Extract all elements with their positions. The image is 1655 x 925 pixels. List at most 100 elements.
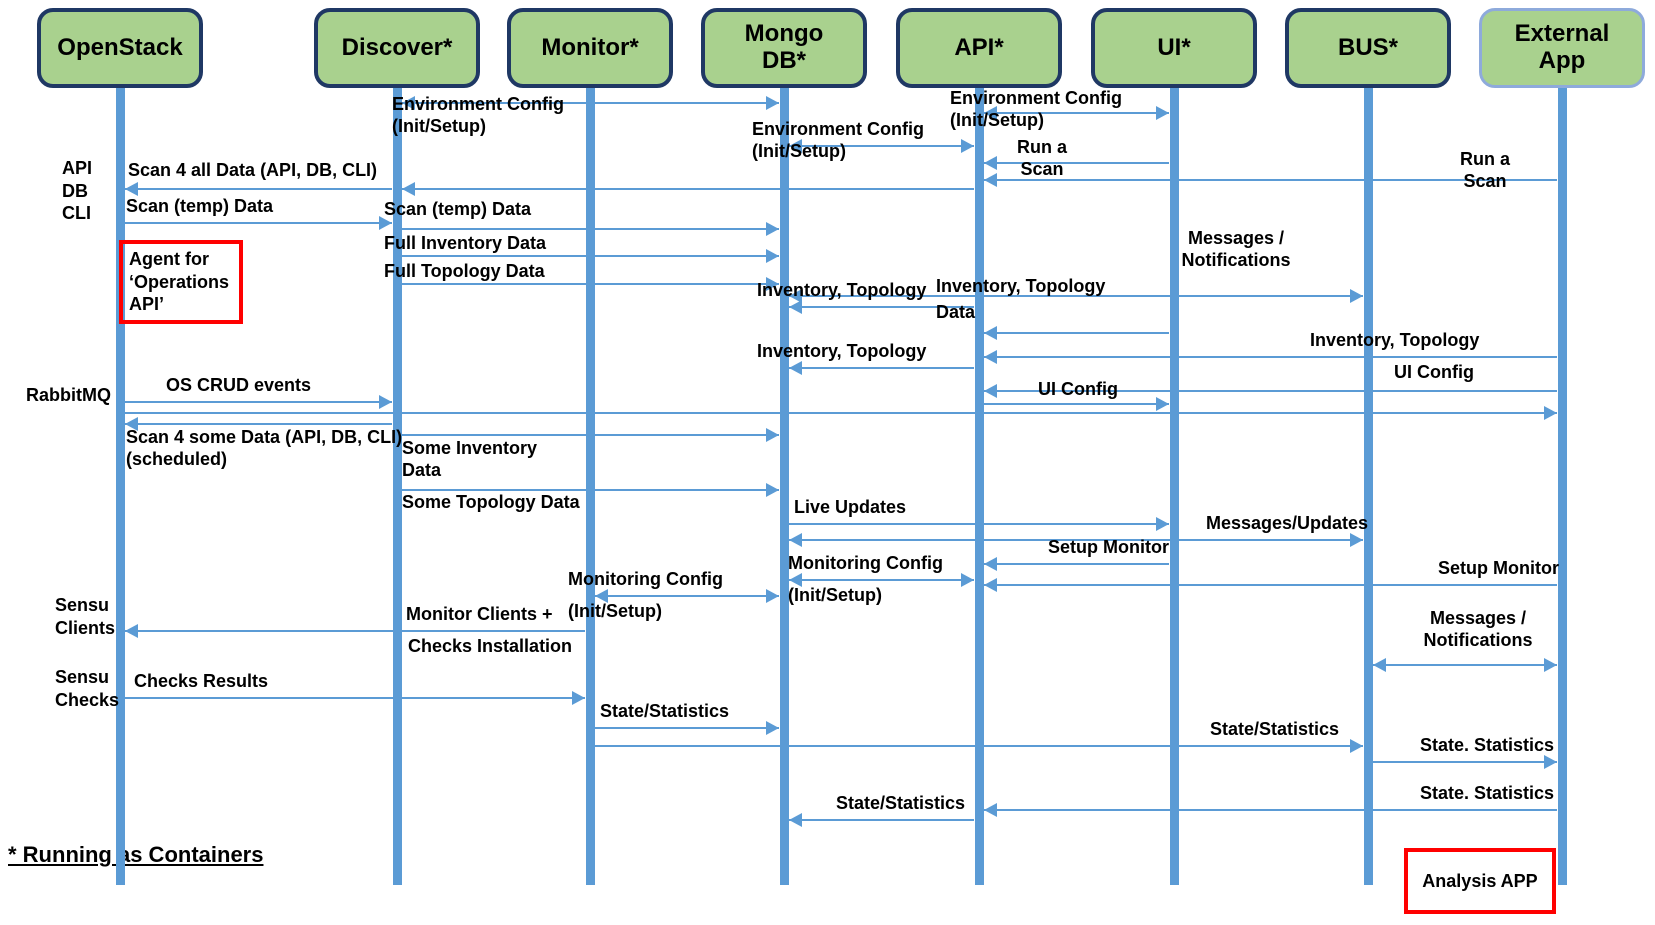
arrowhead-left-icon bbox=[984, 106, 997, 120]
lifeline-openstack bbox=[115, 86, 125, 885]
arrowhead-right-icon bbox=[766, 483, 779, 497]
arrowhead-left-icon bbox=[984, 173, 997, 187]
arrowhead-right-icon bbox=[1156, 517, 1169, 531]
message-35-state-statistics-line bbox=[1373, 761, 1557, 763]
arrowhead-left-icon bbox=[595, 589, 608, 603]
message-9-scan-temp-data-line bbox=[402, 228, 779, 230]
message-33-state-statistics-label: State/Statistics bbox=[600, 701, 730, 721]
arrowhead-right-icon bbox=[961, 573, 974, 587]
message-29-monitoring-config-line bbox=[595, 595, 779, 597]
message-28-monitoring-config-label: Monitoring Config bbox=[788, 553, 943, 573]
message-1-environment-config-label: Environment Config (Init/Setup) bbox=[392, 94, 564, 136]
message-21-scan-4-some-data-api-db-cli-label: Scan 4 some Data (API, DB, CLI) (schedul… bbox=[126, 427, 403, 469]
message-31-messages-line bbox=[1373, 664, 1557, 666]
message-22-some-inventory-line bbox=[402, 434, 779, 436]
message-16-inventory-topology-line bbox=[789, 367, 974, 369]
message-26-setup-monitor-label: Setup Monitor bbox=[1048, 537, 1169, 557]
arrowhead-right-icon bbox=[1544, 658, 1557, 672]
actor-ui: UI* bbox=[1091, 8, 1257, 88]
arrowhead-left-icon bbox=[125, 417, 138, 431]
message-23-some-topology-data-line bbox=[402, 489, 779, 491]
message-27-setup-monitor-label: Setup Monitor bbox=[1438, 558, 1559, 578]
arrowhead-left-icon bbox=[984, 326, 997, 340]
lifeline-external bbox=[1557, 86, 1567, 885]
arrowhead-right-icon bbox=[766, 589, 779, 603]
arrowhead-right-icon bbox=[379, 216, 392, 230]
message-32-checks-results-line bbox=[125, 697, 585, 699]
message-10-full-inventory-data-line bbox=[402, 255, 779, 257]
message-9-scan-temp-data-label: Scan (temp) Data bbox=[384, 199, 532, 219]
message-25-messages-updates-label: Messages/Updates bbox=[1206, 513, 1369, 533]
arrowhead-left-icon bbox=[984, 156, 997, 170]
message-27-setup-monitor-line bbox=[984, 584, 1557, 586]
message-7-scan-4-all-data-api-db-cli-label: Scan 4 all Data (API, DB, CLI) bbox=[128, 160, 378, 180]
message-32-checks-results-label: Checks Results bbox=[134, 671, 269, 691]
message-6-line-line bbox=[402, 188, 974, 190]
message-15-inventory-topology-line bbox=[984, 356, 1557, 358]
message-16-inventory-topology-label: Inventory, Topology bbox=[757, 341, 927, 361]
message-34-state-statistics-line bbox=[595, 745, 1363, 747]
message-12-messages-line bbox=[789, 295, 1363, 297]
message-33-state-statistics-line bbox=[595, 727, 779, 729]
arrowhead-right-icon bbox=[961, 139, 974, 153]
message-30-monitor-clients-label: Monitor Clients + bbox=[406, 604, 553, 624]
message-4-run-a-line bbox=[984, 162, 1169, 164]
message-34-state-statistics-label: State/Statistics bbox=[1210, 719, 1340, 739]
lifeline-monitor bbox=[585, 86, 595, 885]
lifeline-mongodb bbox=[779, 86, 789, 885]
message-29-monitoring-config-label2: (Init/Setup) bbox=[568, 601, 662, 621]
message-8-scan-temp-data-line bbox=[125, 222, 392, 224]
arrowhead-left-icon bbox=[984, 350, 997, 364]
message-31-messages-label: Messages / Notifications bbox=[1423, 608, 1533, 650]
message-37-state-statistics-line bbox=[789, 819, 974, 821]
callout-agent-for-operations-api: Agent for ‘Operations API’ bbox=[119, 240, 243, 324]
actor-external: External App bbox=[1479, 8, 1645, 88]
message-14-inventory-topology-label: Inventory, Topology bbox=[936, 276, 1106, 296]
arrowhead-left-icon bbox=[789, 300, 802, 314]
message-30-monitor-clients-line bbox=[125, 630, 585, 632]
message-28-monitoring-config-label2: (Init/Setup) bbox=[788, 585, 882, 605]
arrowhead-left-icon bbox=[789, 361, 802, 375]
arrowhead-right-icon bbox=[1350, 739, 1363, 753]
arrowhead-right-icon bbox=[379, 395, 392, 409]
note-sensu-clients: Sensu Clients bbox=[55, 595, 116, 638]
message-15-inventory-topology-label: Inventory, Topology bbox=[1310, 330, 1480, 350]
lifeline-ui bbox=[1169, 86, 1179, 885]
arrowhead-right-icon bbox=[766, 249, 779, 263]
actor-discover: Discover* bbox=[314, 8, 480, 88]
message-8-scan-temp-data-label: Scan (temp) Data bbox=[126, 196, 274, 216]
arrowhead-left-icon bbox=[789, 139, 802, 153]
message-4-run-a-label: Run a Scan bbox=[1016, 137, 1067, 179]
note-sensu-checks: Sensu Checks bbox=[55, 667, 120, 710]
message-24-live-updates-line bbox=[789, 523, 1169, 525]
message-10-full-inventory-data-label: Full Inventory Data bbox=[384, 233, 547, 253]
message-21-scan-4-some-data-api-db-cli-line bbox=[125, 423, 392, 425]
arrowhead-right-icon bbox=[1544, 406, 1557, 420]
message-24-live-updates-label: Live Updates bbox=[794, 497, 907, 517]
note-rabbitmq: RabbitMQ bbox=[26, 385, 111, 405]
arrowhead-left-icon bbox=[789, 289, 802, 303]
message-14-inventory-topology-line bbox=[984, 332, 1169, 334]
message-18-ui-config-label: UI Config bbox=[1038, 379, 1118, 399]
arrowhead-left-icon bbox=[789, 573, 802, 587]
message-14-inventory-topology-label2: Data bbox=[936, 302, 976, 322]
arrowhead-left-icon bbox=[402, 96, 415, 110]
message-2-environment-config-label: Environment Config (Init/Setup) bbox=[950, 88, 1122, 130]
arrowhead-left-icon bbox=[984, 557, 997, 571]
actor-api: API* bbox=[896, 8, 1062, 88]
lifeline-discover bbox=[392, 86, 402, 885]
arrowhead-left-icon bbox=[984, 578, 997, 592]
message-35-state-statistics-label: State. Statistics bbox=[1420, 735, 1555, 755]
lifeline-bus bbox=[1363, 86, 1373, 885]
arrowhead-right-icon bbox=[572, 691, 585, 705]
arrowhead-right-icon bbox=[766, 96, 779, 110]
arrowhead-left-icon bbox=[125, 624, 138, 638]
message-20-line-line bbox=[125, 412, 1557, 414]
arrowhead-left-icon bbox=[402, 182, 415, 196]
arrowhead-right-icon bbox=[1156, 397, 1169, 411]
message-23-some-topology-data-label: Some Topology Data bbox=[402, 492, 580, 512]
arrowhead-right-icon bbox=[766, 277, 779, 291]
message-1-environment-config-line bbox=[402, 102, 779, 104]
arrowhead-left-icon bbox=[125, 182, 138, 196]
